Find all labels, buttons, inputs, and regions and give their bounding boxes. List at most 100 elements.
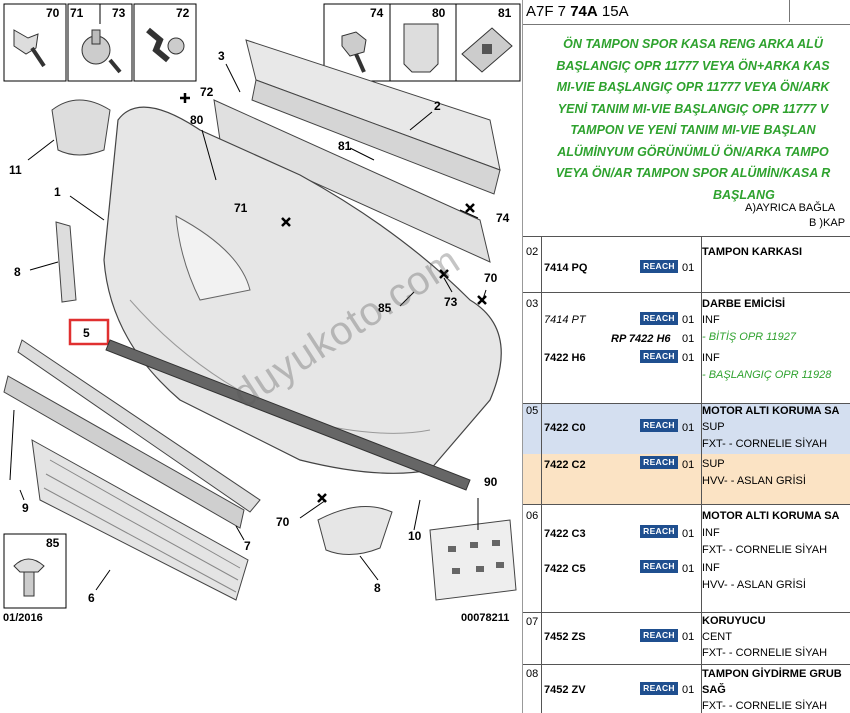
group-number: 05	[526, 405, 539, 417]
part-number[interactable]: 7414 PT	[544, 314, 586, 326]
part-desc: FXT- - CORNELIE SİYAH	[702, 700, 828, 712]
group-number: 08	[526, 668, 539, 680]
applicability-line: VEYA ÖN/AR TAMPON SPOR ALÜMİN/KASA R	[555, 166, 831, 180]
part-qty: 01	[682, 684, 695, 696]
fastener-box-72[interactable]	[133, 3, 197, 82]
callout-71: 71	[234, 201, 248, 215]
part-qty: 01	[682, 459, 695, 471]
callout-2: 2	[434, 99, 441, 113]
callout-85: 85	[378, 301, 392, 315]
row-highlight-selected	[523, 403, 850, 454]
group-number: 06	[526, 510, 539, 522]
part-number[interactable]: 7414 PQ	[544, 262, 588, 274]
part-title: TAMPON GİYDİRME GRUB	[702, 668, 842, 680]
ref-divider	[523, 24, 850, 25]
box-label-85: 85	[46, 536, 60, 550]
box-label-80: 80	[432, 6, 446, 20]
callout-70-bottom: 70	[276, 515, 290, 529]
part-number[interactable]: 7422 C3	[544, 528, 586, 540]
part-qty: 01	[682, 314, 695, 326]
reach-badge: REACH	[640, 260, 678, 273]
callout-11: 11	[9, 163, 22, 177]
part-title: KORUYUCU	[702, 615, 766, 627]
ref-suffix: 15A	[601, 3, 629, 20]
part-number[interactable]: 7422 H6	[544, 352, 586, 364]
applicability-line: BAŞLANGIÇ OPR 11777 VEYA ÖN+ARKA KAS	[556, 58, 830, 73]
highlight-box-5[interactable]	[68, 318, 110, 346]
reach-badge: REACH	[640, 419, 678, 432]
highlight-label-5: 5	[83, 326, 90, 340]
underbody-shield-upper[interactable]	[17, 339, 261, 513]
reach-badge: REACH	[640, 525, 678, 538]
part-qty: 01	[682, 528, 695, 540]
fastener-box-70[interactable]	[3, 3, 67, 82]
part-title: MOTOR ALTI KORUMA SA	[702, 405, 840, 417]
bumper-exploded-view: 70 71 73 72 74 80 81	[3, 3, 521, 609]
applicability-line: TAMPON VE YENİ TANIM MI-VIE BAŞLAN	[570, 123, 816, 137]
callout-1: 1	[54, 185, 61, 199]
part-qty: 01	[682, 631, 695, 643]
part-qty: 01	[682, 422, 695, 434]
part-title: TAMPON KARKASI	[702, 246, 803, 258]
part-number[interactable]: 7452 ZS	[544, 631, 586, 643]
parts-panel: A7F 7 74A 15A ÖN TAMPON SPOR KASA RENG A…	[522, 0, 850, 713]
part-desc: HVV- - ASLAN GRİSİ	[702, 475, 806, 487]
reach-badge: REACH	[640, 312, 678, 325]
reach-badge: REACH	[640, 560, 678, 573]
box-label-81: 81	[498, 6, 512, 20]
ref-main: 74A	[570, 3, 598, 20]
group-number: 02	[526, 246, 539, 258]
part-number[interactable]: 7452 ZV	[544, 684, 586, 696]
box-label-73: 73	[112, 6, 126, 20]
reach-badge: REACH	[640, 350, 678, 363]
part-desc: INF	[702, 527, 720, 539]
applicability-line: MI-VIE BAŞLANGIÇ OPR 11777 VEYA ÖN/ARK	[556, 80, 830, 94]
callout-81: 81	[338, 139, 352, 153]
row-highlight-alt	[523, 454, 850, 504]
callout-72: 72	[200, 85, 214, 99]
parts-diagram: 70 71 73 72 74 80 81	[3, 3, 521, 624]
applicability-line: ÖN TAMPON SPOR KASA RENG ARKA ALÜ	[563, 37, 823, 51]
callout-8-left: 8	[14, 265, 21, 279]
part-number[interactable]: 7422 C5	[544, 563, 586, 575]
fastener-box-74-80-81[interactable]	[323, 3, 521, 82]
applicability-line: YENİ TANIM MI-VIE BAŞLANGIÇ OPR 11777 V	[557, 101, 829, 116]
underbody-shield-lower[interactable]	[3, 375, 245, 529]
panel-ref: A7F 7 74A 15A	[526, 3, 629, 20]
fastener-box-71-73[interactable]	[67, 3, 133, 82]
ref-prefix: A7F 7	[526, 3, 567, 20]
part-desc: FXT- - CORNELIE SİYAH	[702, 544, 828, 556]
part-desc: INF	[702, 562, 720, 574]
note-b: B )KAP	[809, 217, 846, 229]
side-bracket[interactable]	[55, 221, 77, 303]
callout-70-right: 70	[484, 271, 498, 285]
box-label-70: 70	[46, 6, 60, 20]
part-number[interactable]: 7422 C0	[544, 422, 586, 434]
note-a: A)AYRICA BAĞLA	[745, 202, 836, 214]
part-qty: 01	[682, 333, 695, 345]
part-qty: 01	[682, 352, 695, 364]
part-number[interactable]: 7422 C2	[544, 459, 586, 471]
callout-80: 80	[190, 113, 204, 127]
part-desc: - BİTİŞ OPR 11927	[702, 331, 796, 343]
callout-8-right: 8	[374, 581, 381, 595]
callout-7: 7	[244, 539, 251, 553]
box-label-72: 72	[176, 6, 190, 20]
reach-badge: REACH	[640, 629, 678, 642]
fog-lamp-grille[interactable]	[317, 506, 393, 555]
part-title: MOTOR ALTI KORUMA SA	[702, 510, 840, 522]
clip-kit[interactable]	[429, 519, 517, 601]
emblem[interactable]	[51, 99, 111, 156]
impact-absorber[interactable]	[213, 99, 491, 263]
part-qty: 01	[682, 262, 695, 274]
callout-90: 90	[484, 475, 498, 489]
trim-strip[interactable]	[105, 339, 471, 491]
part-desc: - BAŞLANGIÇ OPR 11928	[702, 369, 832, 381]
applicability-line: BAŞLANG	[713, 187, 775, 202]
diagram-ref-number: 00078211	[461, 612, 510, 624]
callout-9: 9	[22, 501, 29, 515]
callout-6: 6	[88, 591, 95, 605]
reach-badge: REACH	[640, 682, 678, 695]
group-number: 03	[526, 298, 539, 310]
fastener-box-85[interactable]	[3, 533, 67, 609]
